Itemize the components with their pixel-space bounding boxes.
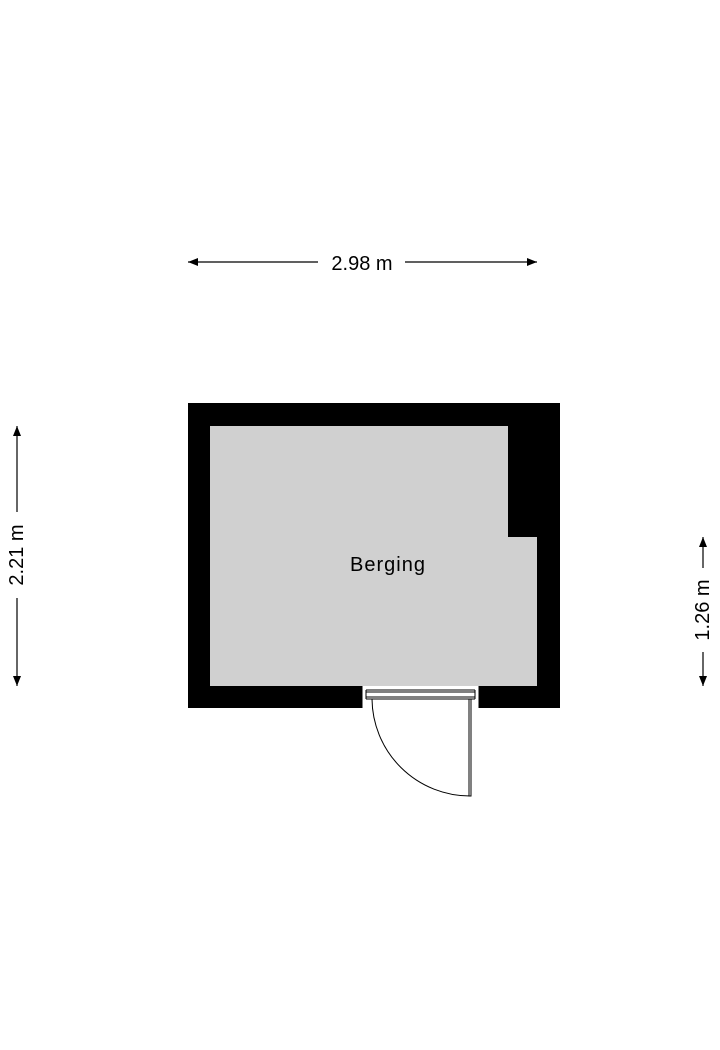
dimension-left: 2.21 m	[6, 426, 28, 686]
dimension-top-label: 2.98 m	[331, 253, 392, 275]
door-leaf	[468, 698, 472, 797]
dimension-left-label: 2.21 m	[6, 524, 28, 585]
dimension-right: 1.26 m	[692, 537, 714, 686]
door-frame	[361, 686, 480, 708]
room-floor-berging	[210, 426, 537, 686]
dimension-top: 2.98 m	[188, 253, 537, 275]
dimension-right-label: 1.26 m	[692, 579, 714, 640]
room-label-berging: Berging	[350, 554, 426, 576]
door-swing-arc	[371, 698, 471, 797]
outer-walls	[188, 403, 560, 708]
